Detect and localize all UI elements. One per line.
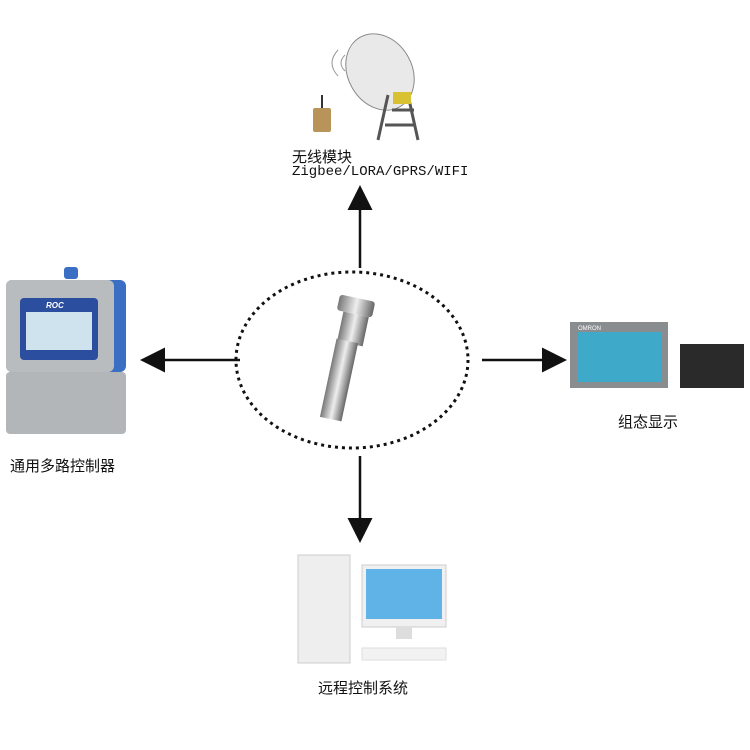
svg-text:ROC: ROC bbox=[46, 301, 64, 310]
controller-title: 通用多路控制器 bbox=[10, 457, 116, 475]
hmi-title: 组态显示 bbox=[618, 413, 679, 431]
svg-text:OMRON: OMRON bbox=[578, 326, 601, 332]
hmi-panel-image: OMRON bbox=[570, 322, 744, 388]
sensor-probe-image bbox=[319, 294, 375, 422]
remote-title: 远程控制系统 bbox=[318, 679, 409, 697]
satellite-dish-image bbox=[313, 33, 420, 141]
wireless-title: 无线模块 bbox=[292, 148, 353, 166]
controller-image: ROC bbox=[6, 267, 126, 434]
center-dashed-ellipse bbox=[234, 270, 470, 450]
wireless-subtitle: Zigbee/LORA/GPRS/WIFI bbox=[292, 164, 469, 180]
computer-image bbox=[297, 554, 447, 664]
